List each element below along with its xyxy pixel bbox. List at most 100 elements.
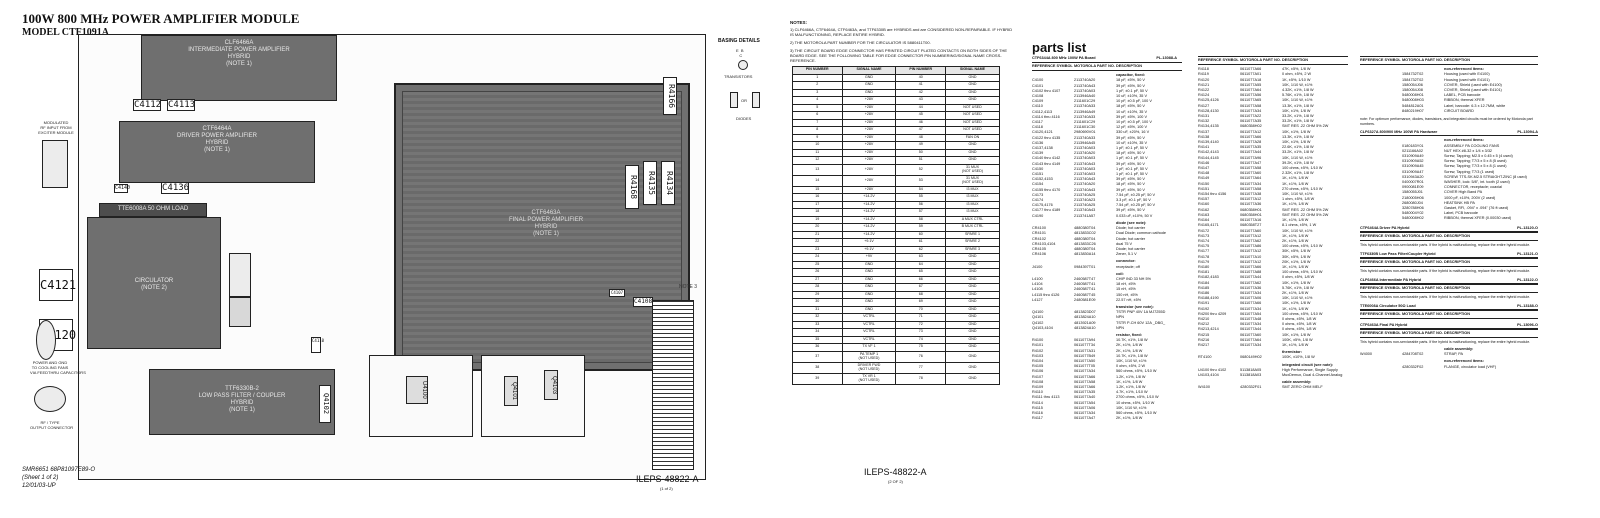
parts-row: non-referenced items: — [1360, 138, 1538, 143]
pin-number: 77 — [895, 361, 946, 374]
fan-feedthru — [36, 320, 56, 360]
part-number: 0310909A49 — [1402, 154, 1424, 159]
ref-symbol: CR4100 — [1032, 226, 1046, 231]
ref-symbol: R4154 thru 4156 — [1198, 192, 1227, 197]
ref-symbol: R4200 thru 4209 — [1198, 311, 1227, 316]
signal-name: GND — [944, 328, 1001, 337]
edge-connector-pin-table: PIN NUMBER SIGNAL NAME PIN NUMBER SIGNAL… — [792, 66, 1001, 385]
part-description: 12 pF, ±5%, 100 V — [1116, 125, 1148, 130]
ref-symbol: R4102 — [1032, 348, 1044, 353]
ref-symbol: W4000 — [1360, 352, 1373, 357]
part-number: 0611077A28 — [1240, 140, 1262, 145]
board-kit-name: CTF6344A 800 MHz 100W PA Board — [1032, 56, 1096, 60]
ref-symbol: R4124 — [1198, 93, 1210, 98]
pin-number: 75 — [895, 343, 946, 352]
part-number: 4880380T04 — [1074, 236, 1096, 241]
ref-symbol: R4185 — [1198, 285, 1210, 290]
part-description: 13.3K, ±1%, 1/8 W — [1282, 134, 1314, 139]
board-kit-pl: PL-13088-A — [1156, 56, 1177, 60]
hardware-kit-pl: PL-13094-A — [1517, 130, 1538, 135]
part-number: 2113740A33 — [1074, 114, 1096, 119]
ref-symbol: R4216 — [1198, 337, 1210, 342]
part-number: 0611077A58 — [1240, 186, 1262, 191]
part-description: 1K, ±1%, 1/8 W — [1282, 264, 1309, 269]
parts-row: cable assembly: — [1198, 380, 1348, 385]
part-number: 0611077A48 — [1240, 316, 1262, 321]
part-description: 10 pF, ±0.5 pF, 100 V — [1116, 120, 1152, 125]
board-ileps-sheet: (1 of 2) — [660, 486, 673, 491]
part-number: 0611077A34 — [1240, 181, 1262, 186]
parts-row: capacitor, fixed: — [1032, 73, 1182, 78]
ref-symbol: R4148 — [1198, 171, 1210, 176]
part-description: 100 ohms, ±5%, 1/10 W — [1282, 166, 1323, 171]
signal-name: +28V — [841, 126, 897, 135]
part-description: 10 uF, ±10%, 35 V — [1116, 140, 1148, 145]
signal-name: GND — [944, 361, 1001, 374]
rf-output-connector — [34, 386, 66, 412]
part-description: Housing (used with E4100) — [1444, 72, 1490, 77]
part-description: Gasket, RFI, .094" x .094" (76 ft used) — [1444, 206, 1509, 211]
part-description: 10K, ±1%, 1/8 W — [1282, 108, 1311, 113]
driver-hybrid-label: CTF6464A DRIVER POWER AMPLIFIER HYBRID (… — [176, 126, 257, 153]
signal-name: GND — [944, 298, 1001, 307]
hybrid-kit-text: This hybrid contains non-serviceable par… — [1360, 340, 1531, 345]
ref-symbol: R4122 — [1198, 88, 1210, 93]
ref-symbol: Q4100 — [1032, 310, 1044, 315]
part-number: 0611077A56 — [1240, 93, 1262, 98]
signal-name: SPARE 1 — [944, 230, 1001, 239]
description-header: DESCRIPTION — [1444, 233, 1470, 238]
pin-number: 55 — [895, 193, 946, 202]
pin-number: 27 — [792, 275, 843, 284]
ref-symbol: R4191 — [1198, 301, 1210, 306]
signal-name: GND — [944, 320, 1001, 329]
part-description: non-referenced items: — [1444, 138, 1484, 143]
pin-number: 56 — [895, 200, 946, 209]
signal-name: GND — [944, 350, 1001, 363]
part-no-header: MOTOROLA PART NO. — [1402, 259, 1443, 264]
part-description: 33.2K, ±1%, 1/8 W — [1282, 114, 1314, 119]
ref-symbol: R4107 — [1032, 374, 1044, 379]
part-number: 5484812A01 — [1402, 103, 1424, 108]
part-description: 33.2K, ±1%, 1/8 W — [1282, 119, 1314, 124]
part-number: 0611077A44 — [1240, 150, 1262, 155]
ref-symbol: C4143 thru 4149 — [1032, 161, 1061, 166]
description-header: DESCRIPTION — [1444, 331, 1470, 336]
part-number: 0611077A60 — [1240, 228, 1262, 233]
part-number: 0611077A62 — [1240, 238, 1262, 243]
part-number: 0611077A38 — [1240, 192, 1262, 197]
hybrid-kit-text: This hybrid contains non-serviceable par… — [1360, 243, 1531, 248]
part-number: 2113740A43 — [1074, 161, 1096, 166]
part-number: 2460587T41 — [1074, 287, 1096, 292]
mux-circuit-detail: U4100 — [369, 355, 473, 437]
part-number: 2180005H06 — [1402, 195, 1424, 200]
note-3: 3) THE CIRCUIT BOARD EDGE CONNECTOR HAS … — [790, 48, 1008, 63]
part-description: 15 nH, ±5% — [1116, 287, 1136, 292]
part-number: 2460587T45 — [1074, 292, 1096, 297]
part-number: 0611077A35 — [1240, 119, 1262, 124]
